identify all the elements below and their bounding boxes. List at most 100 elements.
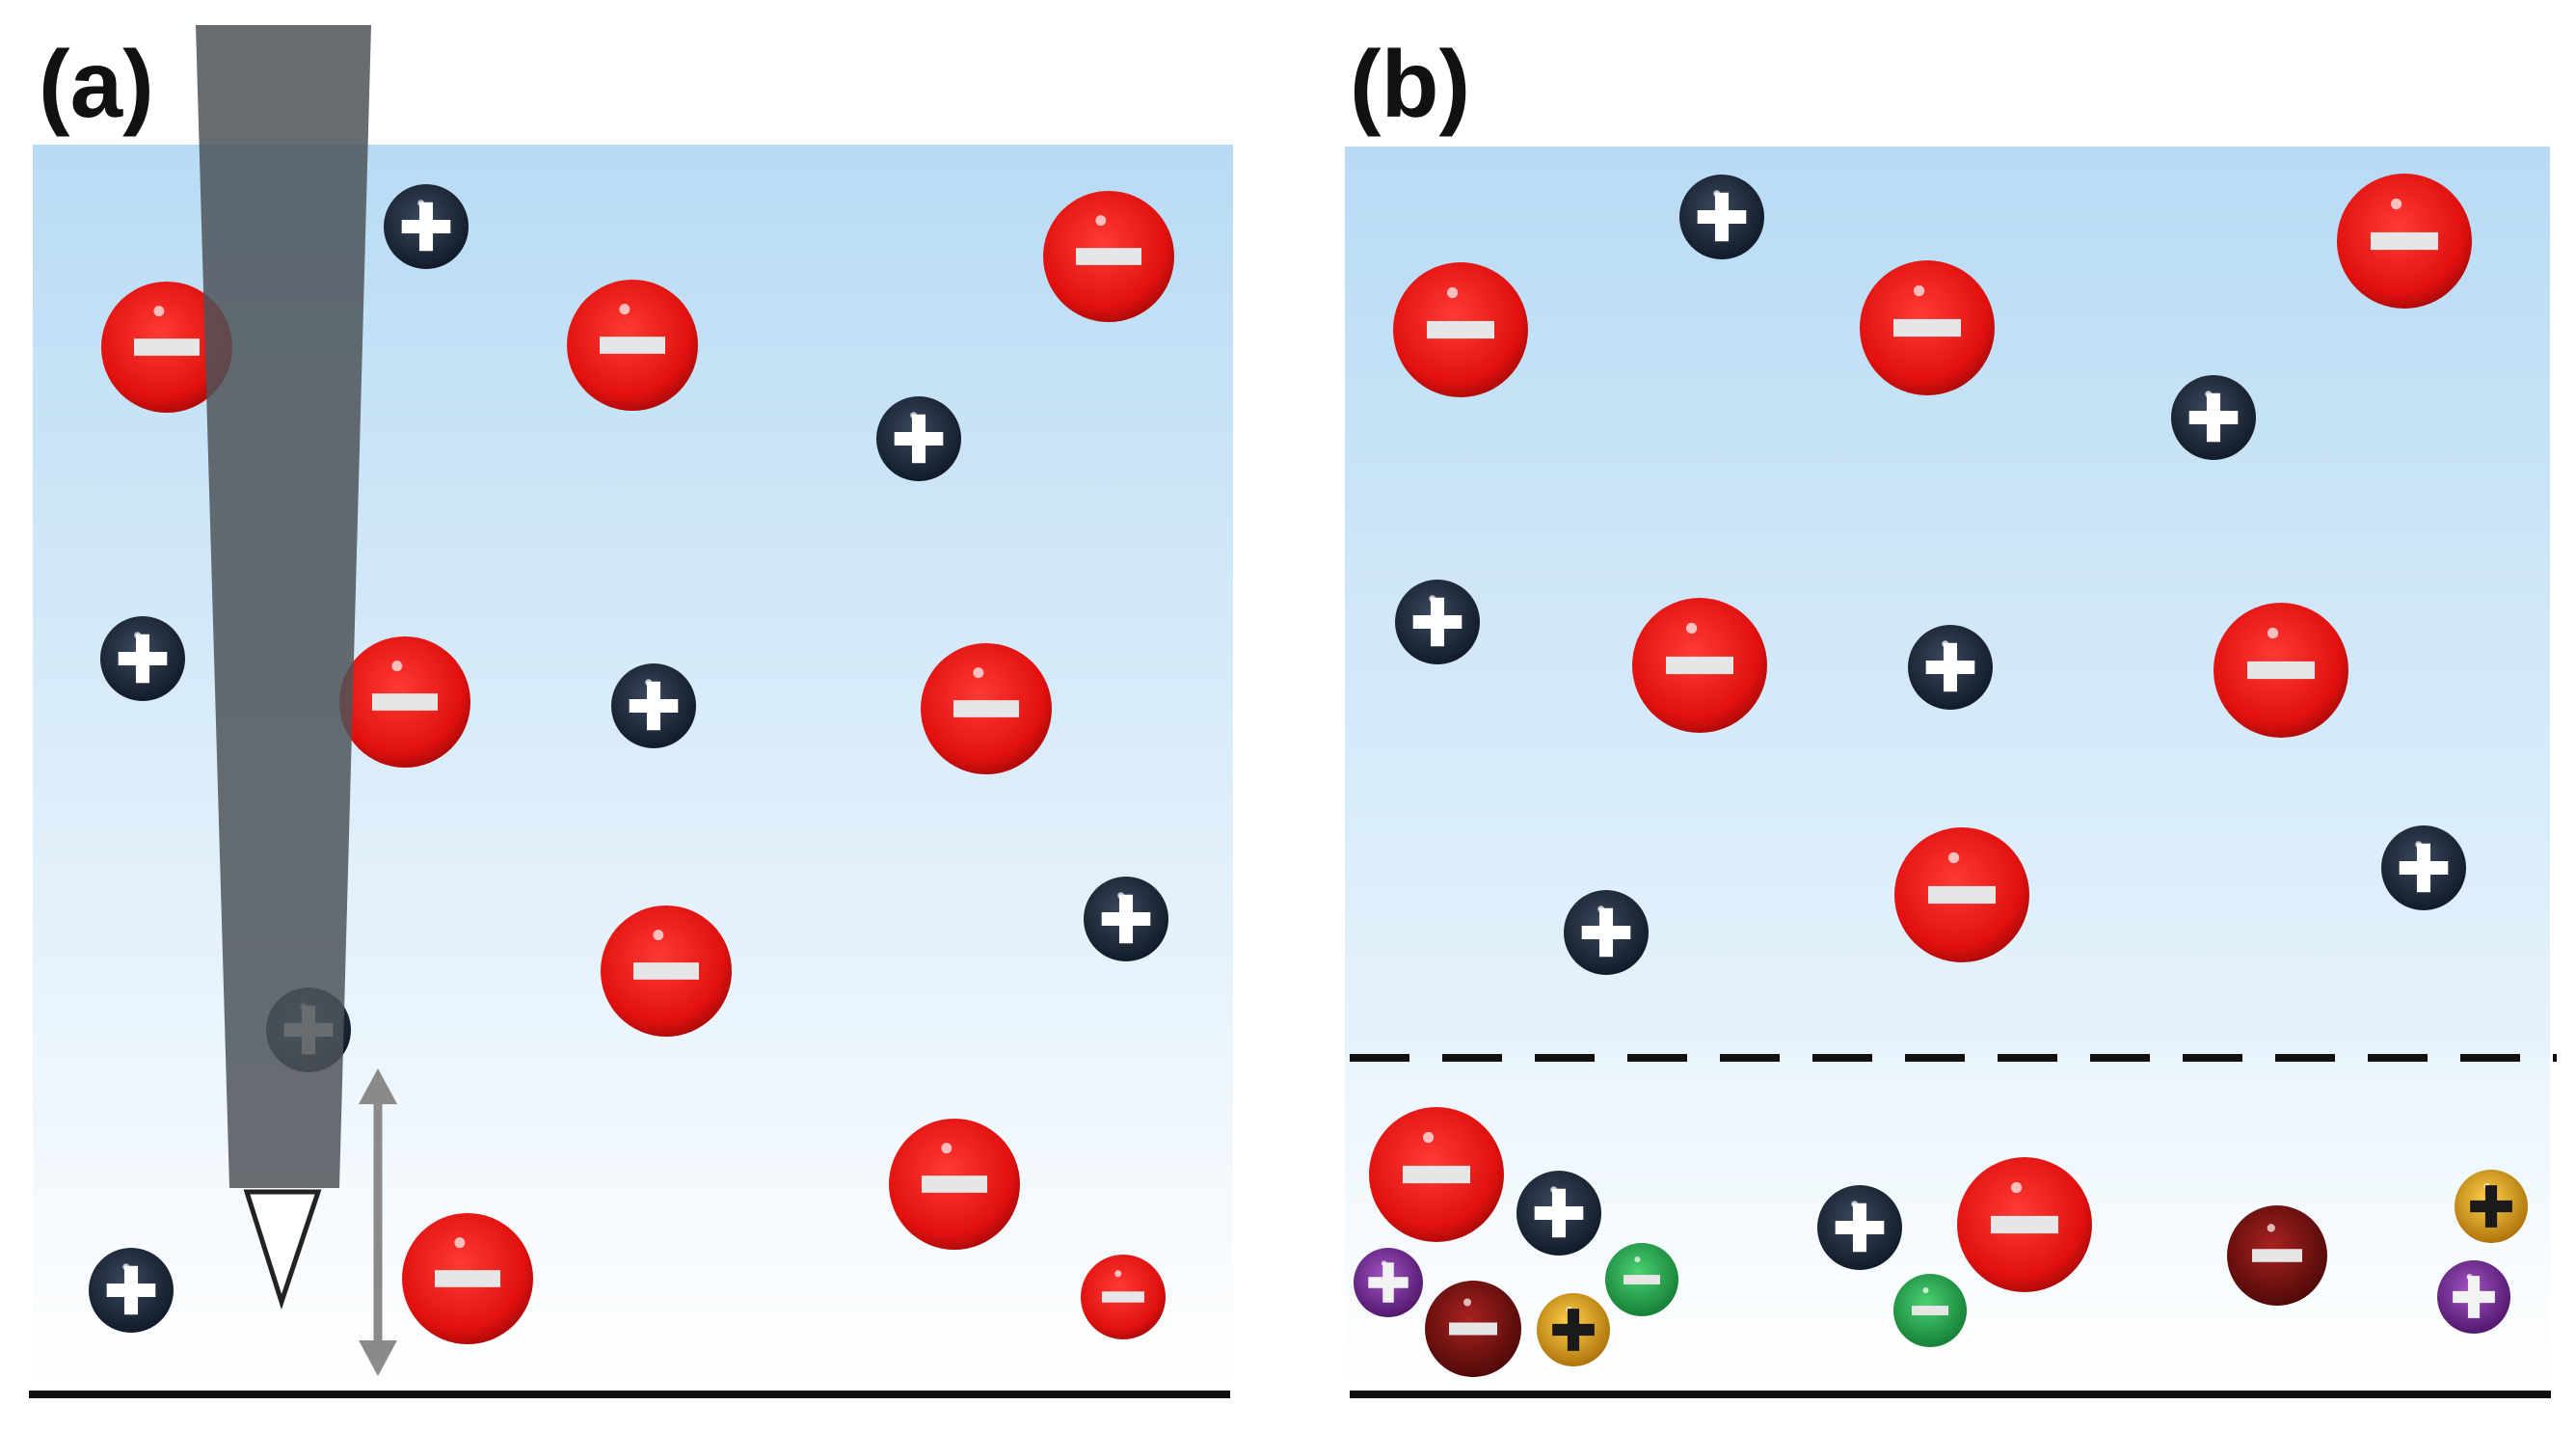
cation-gold-cation-icon (2455, 1170, 2528, 1243)
ion-highlight (973, 667, 984, 679)
ion-highlight (1095, 215, 1107, 227)
anion-anion-icon (1081, 1255, 1166, 1339)
ion-highlight (1914, 284, 1925, 297)
cation-cation-icon (1679, 175, 1764, 259)
minus-sign (134, 338, 200, 356)
plus-sign (1697, 192, 1747, 242)
minus-sign (372, 693, 438, 711)
anion-green-anion-icon (1893, 1274, 1967, 1347)
plus-sign (1925, 642, 1975, 692)
minus-sign (2371, 231, 2438, 251)
ion-highlight (1463, 1298, 1471, 1307)
plus-sign (629, 681, 679, 731)
cation-cation-icon (1817, 1185, 1902, 1270)
minus-sign (600, 337, 665, 354)
plus-sign (1534, 1188, 1584, 1238)
anion-anion-icon (889, 1119, 1020, 1250)
cation-cation-icon (1084, 877, 1168, 961)
ion-highlight (1686, 622, 1698, 635)
ion-highlight (153, 306, 165, 317)
distance-arrow (359, 1068, 397, 1376)
tip-apex (243, 1189, 322, 1310)
minus-sign (1623, 1275, 1660, 1284)
ion-highlight (1114, 1270, 1122, 1278)
anion-anion-icon (567, 280, 698, 411)
plus-sign (401, 202, 451, 252)
minus-sign (1427, 320, 1494, 339)
plus-sign (1835, 1202, 1885, 1253)
anion-dark-red-anion-icon (1425, 1281, 1521, 1377)
anion-anion-icon (339, 636, 470, 768)
minus-sign (2252, 1249, 2302, 1262)
panel-label-b: (b) (1350, 31, 1471, 137)
plus-sign (2399, 843, 2449, 893)
anion-anion-icon (921, 643, 1052, 774)
anion-anion-icon (1043, 191, 1174, 322)
minus-sign (1449, 1322, 1497, 1336)
cation-cation-icon (876, 396, 961, 481)
cation-gold-cation-icon (1537, 1293, 1610, 1366)
cation-cation-icon (2171, 375, 2256, 460)
plus-sign (894, 414, 944, 464)
plus-sign (2188, 392, 2239, 443)
anion-anion-icon (1860, 260, 1995, 395)
plus-sign (1412, 597, 1462, 647)
cation-cation-icon (1564, 890, 1649, 975)
minus-sign (1991, 1215, 2058, 1234)
ion-highlight (2267, 627, 2279, 639)
anion-anion-icon (1632, 598, 1767, 733)
plus-sign (1552, 1309, 1595, 1351)
plus-sign (2470, 1185, 2512, 1228)
panel-label-a: (a) (39, 31, 154, 137)
anion-anion-icon (2337, 174, 2472, 309)
cation-purple-cation-icon (2437, 1260, 2510, 1334)
minus-sign (1912, 1306, 1948, 1315)
ion-highlight (619, 304, 631, 315)
cation-cation-icon (1516, 1171, 1601, 1256)
ion-highlight (941, 1143, 953, 1154)
cation-cation-icon (2381, 825, 2466, 910)
anion-dark-red-anion-icon (2227, 1205, 2327, 1306)
cation-cation-icon (89, 1248, 174, 1333)
plus-sign (118, 634, 168, 684)
cation-cation-icon (1395, 580, 1480, 664)
minus-sign (1403, 1165, 1470, 1184)
ion-highlight (2011, 1181, 2023, 1194)
minus-sign (2247, 661, 2315, 680)
probe-tip (196, 25, 371, 1188)
anion-anion-icon (1393, 262, 1528, 397)
anion-anion-icon (1369, 1107, 1504, 1242)
ion-highlight (653, 930, 664, 941)
ion-highlight (1634, 1256, 1641, 1263)
ion-highlight (391, 661, 403, 672)
anion-anion-icon (1894, 827, 2029, 962)
anion-green-anion-icon (1605, 1243, 1678, 1316)
minus-sign (922, 1175, 987, 1193)
plus-sign (106, 1265, 156, 1315)
ion-highlight (454, 1237, 466, 1249)
ion-highlight (1423, 1131, 1435, 1144)
ion-highlight (2267, 1224, 2275, 1232)
ion-highlight (1948, 851, 1960, 864)
minus-sign (1893, 318, 1961, 338)
cation-cation-icon (1908, 625, 1993, 710)
plus-sign (1581, 907, 1631, 958)
minus-sign (1666, 656, 1733, 675)
ion-highlight (1447, 286, 1459, 299)
plus-sign (2453, 1276, 2495, 1318)
cation-purple-cation-icon (1354, 1248, 1423, 1317)
anion-anion-icon (402, 1213, 533, 1344)
cation-cation-icon (384, 184, 469, 269)
anion-anion-icon (101, 282, 232, 413)
cation-cation-icon (100, 616, 185, 701)
minus-sign (1102, 1291, 1144, 1303)
ion-highlight (1922, 1287, 1929, 1294)
minus-sign (953, 700, 1019, 717)
minus-sign (1076, 248, 1141, 265)
anion-anion-icon (1957, 1157, 2092, 1292)
minus-sign (435, 1270, 500, 1287)
cation-cation-icon (611, 663, 696, 748)
minus-sign (633, 962, 699, 980)
anion-anion-icon (601, 905, 732, 1037)
